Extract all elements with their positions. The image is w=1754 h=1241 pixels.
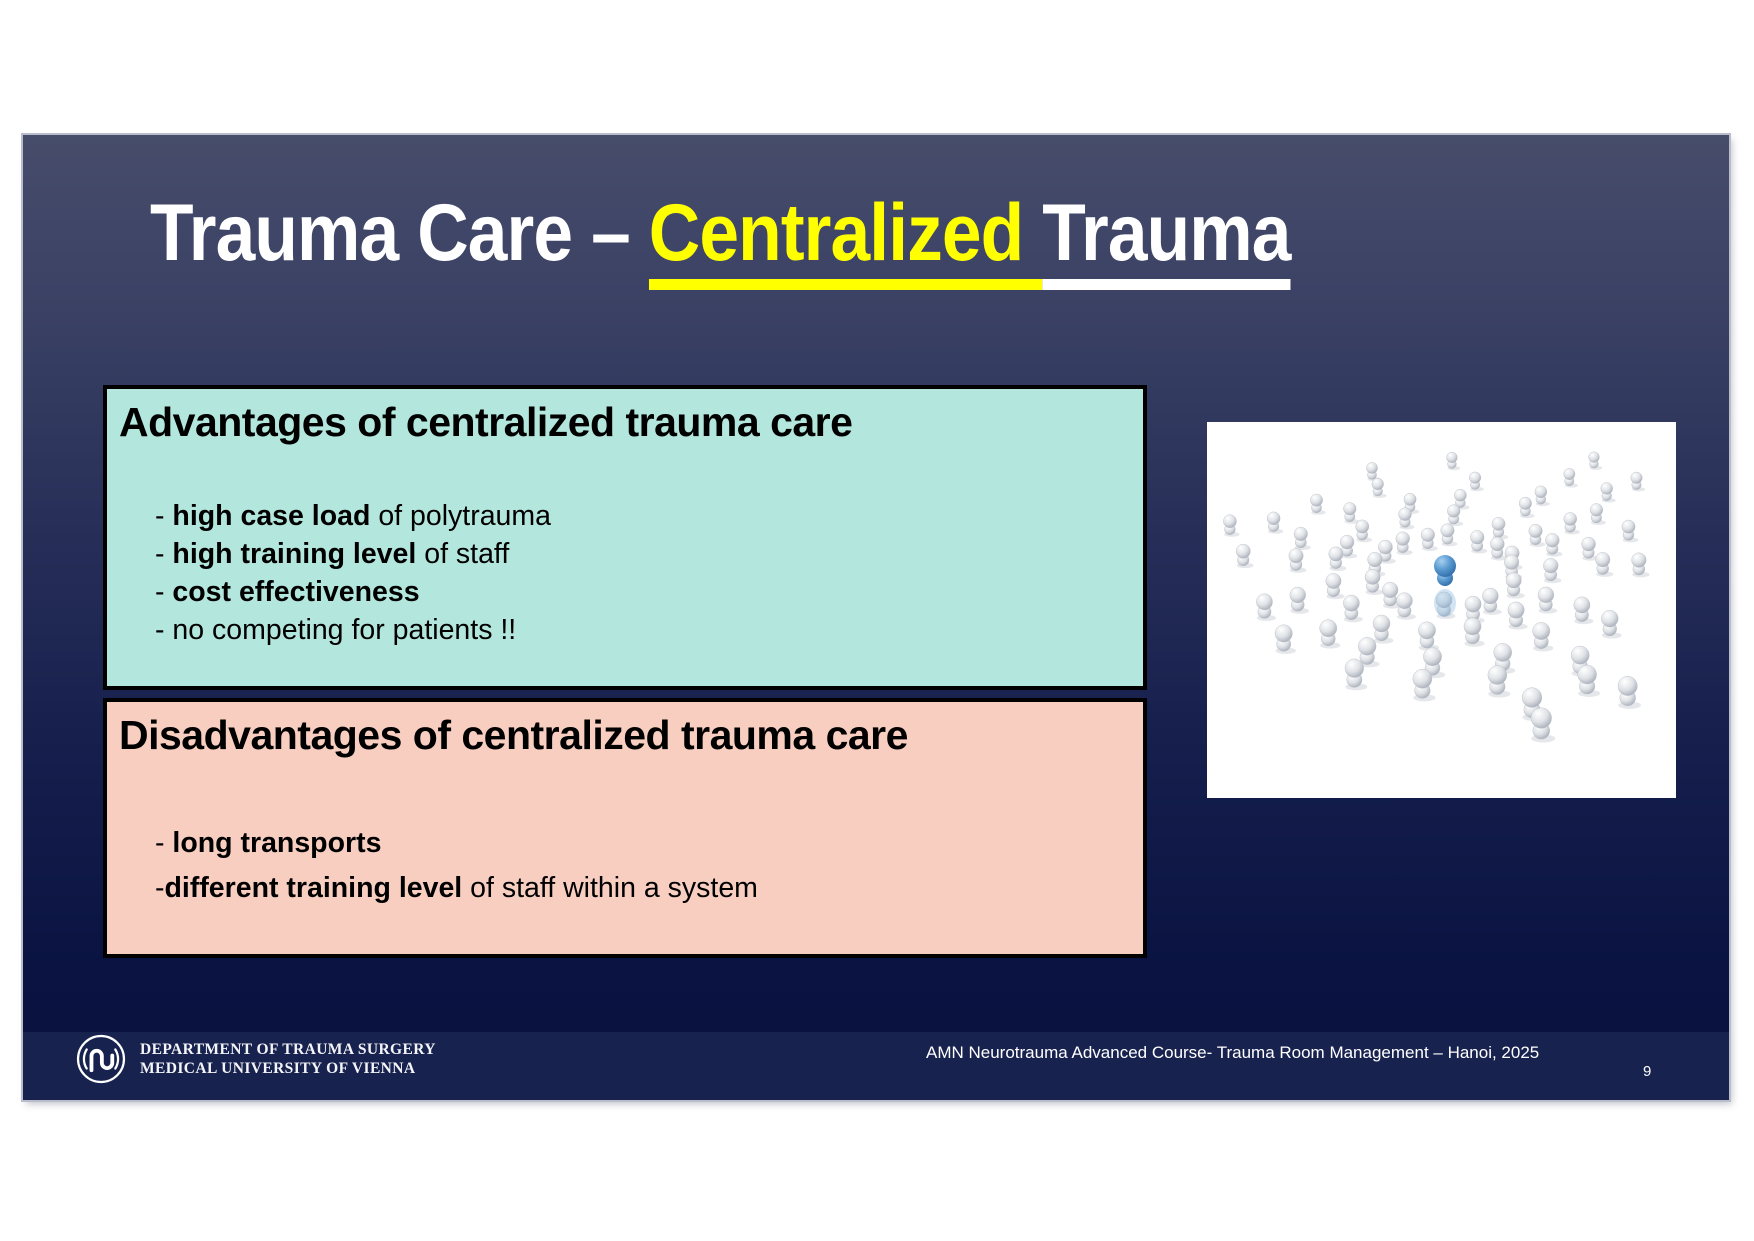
bullet-rest: of staff xyxy=(416,538,510,570)
crowd-figurines-image xyxy=(1207,422,1676,798)
bullet-bold: high case load xyxy=(172,500,371,532)
bullet-dash: - xyxy=(155,500,173,532)
bullet-dash: - xyxy=(155,872,165,904)
title-suffix: Trauma xyxy=(1042,188,1291,290)
disadvantages-box: Disadvantages of centralized trauma care… xyxy=(103,698,1147,958)
bullet-bold: high training level xyxy=(172,538,417,570)
list-item: - cost effectiveness xyxy=(155,573,1143,611)
list-item: -different training level of staff withi… xyxy=(155,866,1143,911)
bullet-rest: of polytrauma xyxy=(370,500,551,532)
slide: Trauma Care – Centralized Trauma Advanta… xyxy=(23,135,1729,1100)
list-item: - long transports xyxy=(155,821,1143,866)
bullet-rest: no competing for patients !! xyxy=(172,614,517,646)
disadvantages-list: - long transports -different training le… xyxy=(155,821,1143,911)
university-logo-block: DEPARTMENT OF TRAUMA SURGERY MEDICAL UNI… xyxy=(75,1033,436,1085)
bullet-bold: cost effectiveness xyxy=(172,576,420,608)
bullet-bold: long transports xyxy=(172,827,382,859)
medical-university-vienna-logo-icon xyxy=(76,1034,126,1084)
org-name-line2: MEDICAL UNIVERSITY OF VIENNA xyxy=(140,1060,416,1077)
list-item: - high case load of polytrauma xyxy=(155,497,1143,535)
bullet-dash: - xyxy=(155,614,173,646)
list-item: - high training level of staff xyxy=(155,535,1143,573)
advantages-list: - high case load of polytrauma - high tr… xyxy=(155,497,1143,649)
page-number: 9 xyxy=(1643,1063,1652,1080)
disadvantages-heading: Disadvantages of centralized trauma care xyxy=(119,712,908,758)
org-name-line1: DEPARTMENT OF TRAUMA SURGERY xyxy=(140,1041,436,1058)
advantages-heading: Advantages of centralized trauma care xyxy=(119,399,853,445)
bullet-bold: different training level xyxy=(164,872,463,904)
bullet-dash: - xyxy=(155,538,173,570)
title-highlight: Centralized xyxy=(648,188,1043,290)
bullet-dash: - xyxy=(155,576,173,608)
footer-band xyxy=(23,1032,1729,1100)
bullet-dash: - xyxy=(155,827,173,859)
title-prefix: Trauma Care – xyxy=(150,188,649,278)
bullet-rest: of staff within a system xyxy=(462,872,758,904)
list-item: - no competing for patients !! xyxy=(155,611,1143,649)
org-name: DEPARTMENT OF TRAUMA SURGERY MEDICAL UNI… xyxy=(140,1040,436,1078)
advantages-box: Advantages of centralized trauma care - … xyxy=(103,385,1147,690)
page-title: Trauma Care – Centralized Trauma xyxy=(150,187,1291,290)
footer-course-text: AMN Neurotrauma Advanced Course- Trauma … xyxy=(926,1043,1540,1062)
